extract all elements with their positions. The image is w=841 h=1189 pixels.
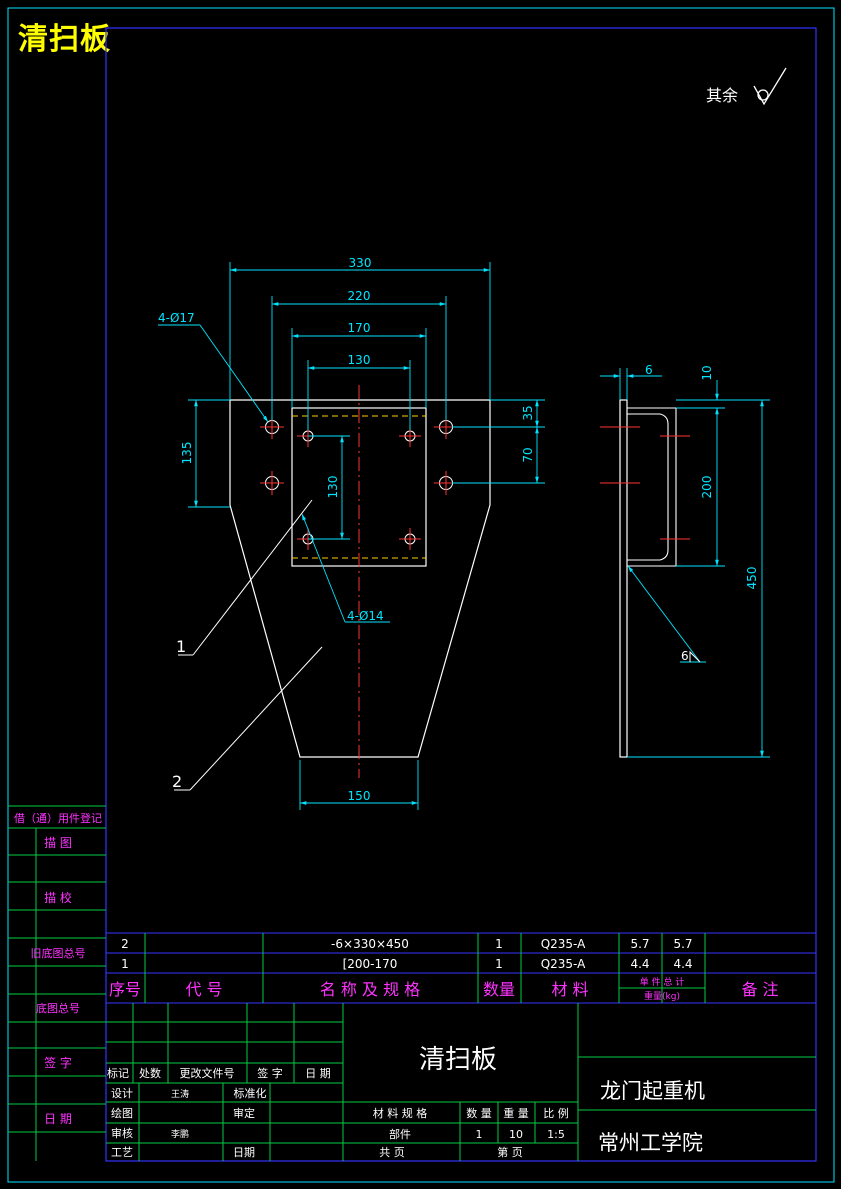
sheet-current: 第 页 (497, 1145, 523, 1159)
rev-mark: 标记 (107, 1066, 129, 1080)
dim-130-v: 130 (326, 476, 340, 499)
bom-row-2-unit-w: 4.4 (630, 957, 649, 971)
dim-150: 150 (348, 789, 371, 803)
sheet-total: 共 页 (379, 1146, 405, 1159)
front-view: 330 220 170 130 150 135 130 35 70 4-Ø17 … (158, 256, 545, 810)
rev-count: 处数 (139, 1067, 161, 1080)
hole-label-small: 4-Ø14 (347, 609, 384, 623)
hole-large-3 (260, 471, 284, 495)
bom-table: 2 -6×330×450 1 Q235-A 5.7 5.7 1 [200-170… (106, 932, 816, 1004)
spec-label-scale: 比 例 (543, 1106, 569, 1120)
role-design: 设计 (111, 1087, 133, 1100)
bom-header-material: 材 料 (551, 980, 588, 999)
side-view: 6 10 200 450 6 (600, 363, 770, 758)
role-draw: 绘图 (111, 1106, 133, 1120)
bom-row-2-qty: 1 (495, 957, 503, 971)
rev-doc: 更改文件号 (180, 1066, 235, 1080)
role-approve: 审定 (233, 1106, 255, 1120)
bom-row-2-no: 1 (121, 957, 129, 971)
role-standard: 标准化 (234, 1086, 267, 1100)
spec-label-weight: 重 量 (503, 1106, 529, 1120)
bom-row-1-material: Q235-A (541, 937, 586, 951)
bom-header-note: 备 注 (741, 980, 778, 999)
dim-135: 135 (180, 442, 194, 465)
dim-35: 35 (521, 405, 535, 420)
dim-200: 200 (700, 476, 714, 499)
strip-date: 日 期 (44, 1112, 72, 1126)
strip-check: 描 校 (44, 890, 72, 905)
bom-header-weight-bottom: 重量(kg) (644, 990, 680, 1002)
sheet-border (7, 7, 835, 1183)
bom-header-weight-top: 单 件 总 计 (640, 976, 685, 988)
dim-70: 70 (521, 447, 535, 462)
title-block: 标记 处数 更改文件号 签 字 日 期 设计 王涛 标准化 绘图 审定 审核 李… (106, 1003, 816, 1161)
strip-register: 借（通）用件登记 (14, 811, 102, 825)
spec-material: 部件 (389, 1127, 411, 1141)
bom-row-2-material: Q235-A (541, 957, 586, 971)
bom-header-name: 名 称 及 规 格 (320, 980, 420, 999)
dim-10: 10 (700, 365, 714, 380)
spec-qty: 1 (476, 1128, 483, 1141)
strip-old-no: 旧底图总号 (31, 946, 86, 960)
bom-header-code: 代 号 (185, 980, 222, 999)
dim-450: 450 (745, 567, 759, 590)
strip-base-no: 底图总号 (36, 1001, 80, 1015)
rev-sign: 签 字 (257, 1066, 283, 1080)
bom-row-2-total-w: 4.4 (673, 957, 692, 971)
weld-size: 6 (681, 649, 689, 663)
surface-note: 其余 (706, 86, 738, 105)
spec-label-material: 材 料 规 格 (373, 1106, 428, 1120)
strip-trace: 描 图 (44, 836, 72, 850)
school-name: 常州工学院 (598, 1131, 703, 1155)
bom-row-2-name: [200-170 (343, 957, 398, 971)
hole-label-large: 4-Ø17 (158, 311, 195, 325)
dim-220: 220 (348, 289, 371, 303)
dim-6: 6 (645, 363, 653, 377)
weld-icon (689, 650, 701, 663)
spec-label-qty: 数 量 (466, 1107, 492, 1120)
bom-row-1-no: 2 (121, 937, 129, 951)
frame-border (105, 27, 817, 1162)
checker-name: 李鹏 (171, 1128, 189, 1140)
designer-name: 王涛 (171, 1088, 189, 1100)
hole-small-4 (399, 528, 421, 550)
strip-sign: 签 字 (44, 1055, 72, 1070)
plate-outline (229, 399, 491, 758)
bom-header-no: 序号 (109, 980, 141, 999)
spec-weight: 10 (509, 1128, 523, 1141)
bom-header-qty: 数量 (483, 980, 515, 999)
role-process: 工艺 (111, 1146, 133, 1159)
rev-date: 日 期 (305, 1067, 331, 1080)
role-check: 审核 (111, 1126, 133, 1140)
spec-scale: 1:5 (547, 1128, 565, 1141)
roughness-icon (753, 67, 787, 106)
dim-130-h: 130 (348, 353, 371, 367)
role-date: 日期 (233, 1146, 255, 1159)
project-name: 龙门起重机 (600, 1079, 705, 1103)
callout-2: 2 (172, 772, 182, 791)
callout-1: 1 (176, 637, 186, 656)
bom-row-1-qty: 1 (495, 937, 503, 951)
hole-small-2 (399, 425, 421, 447)
bom-row-1-name: -6×330×450 (331, 937, 409, 951)
dim-170: 170 (348, 321, 371, 335)
bom-row-1-unit-w: 5.7 (630, 937, 649, 951)
bom-row-1-total-w: 5.7 (673, 937, 692, 951)
left-strip (8, 805, 106, 1161)
part-name: 清扫板 (419, 1045, 497, 1075)
dim-330: 330 (349, 256, 372, 270)
drawing-title: 清扫板 (18, 22, 111, 57)
